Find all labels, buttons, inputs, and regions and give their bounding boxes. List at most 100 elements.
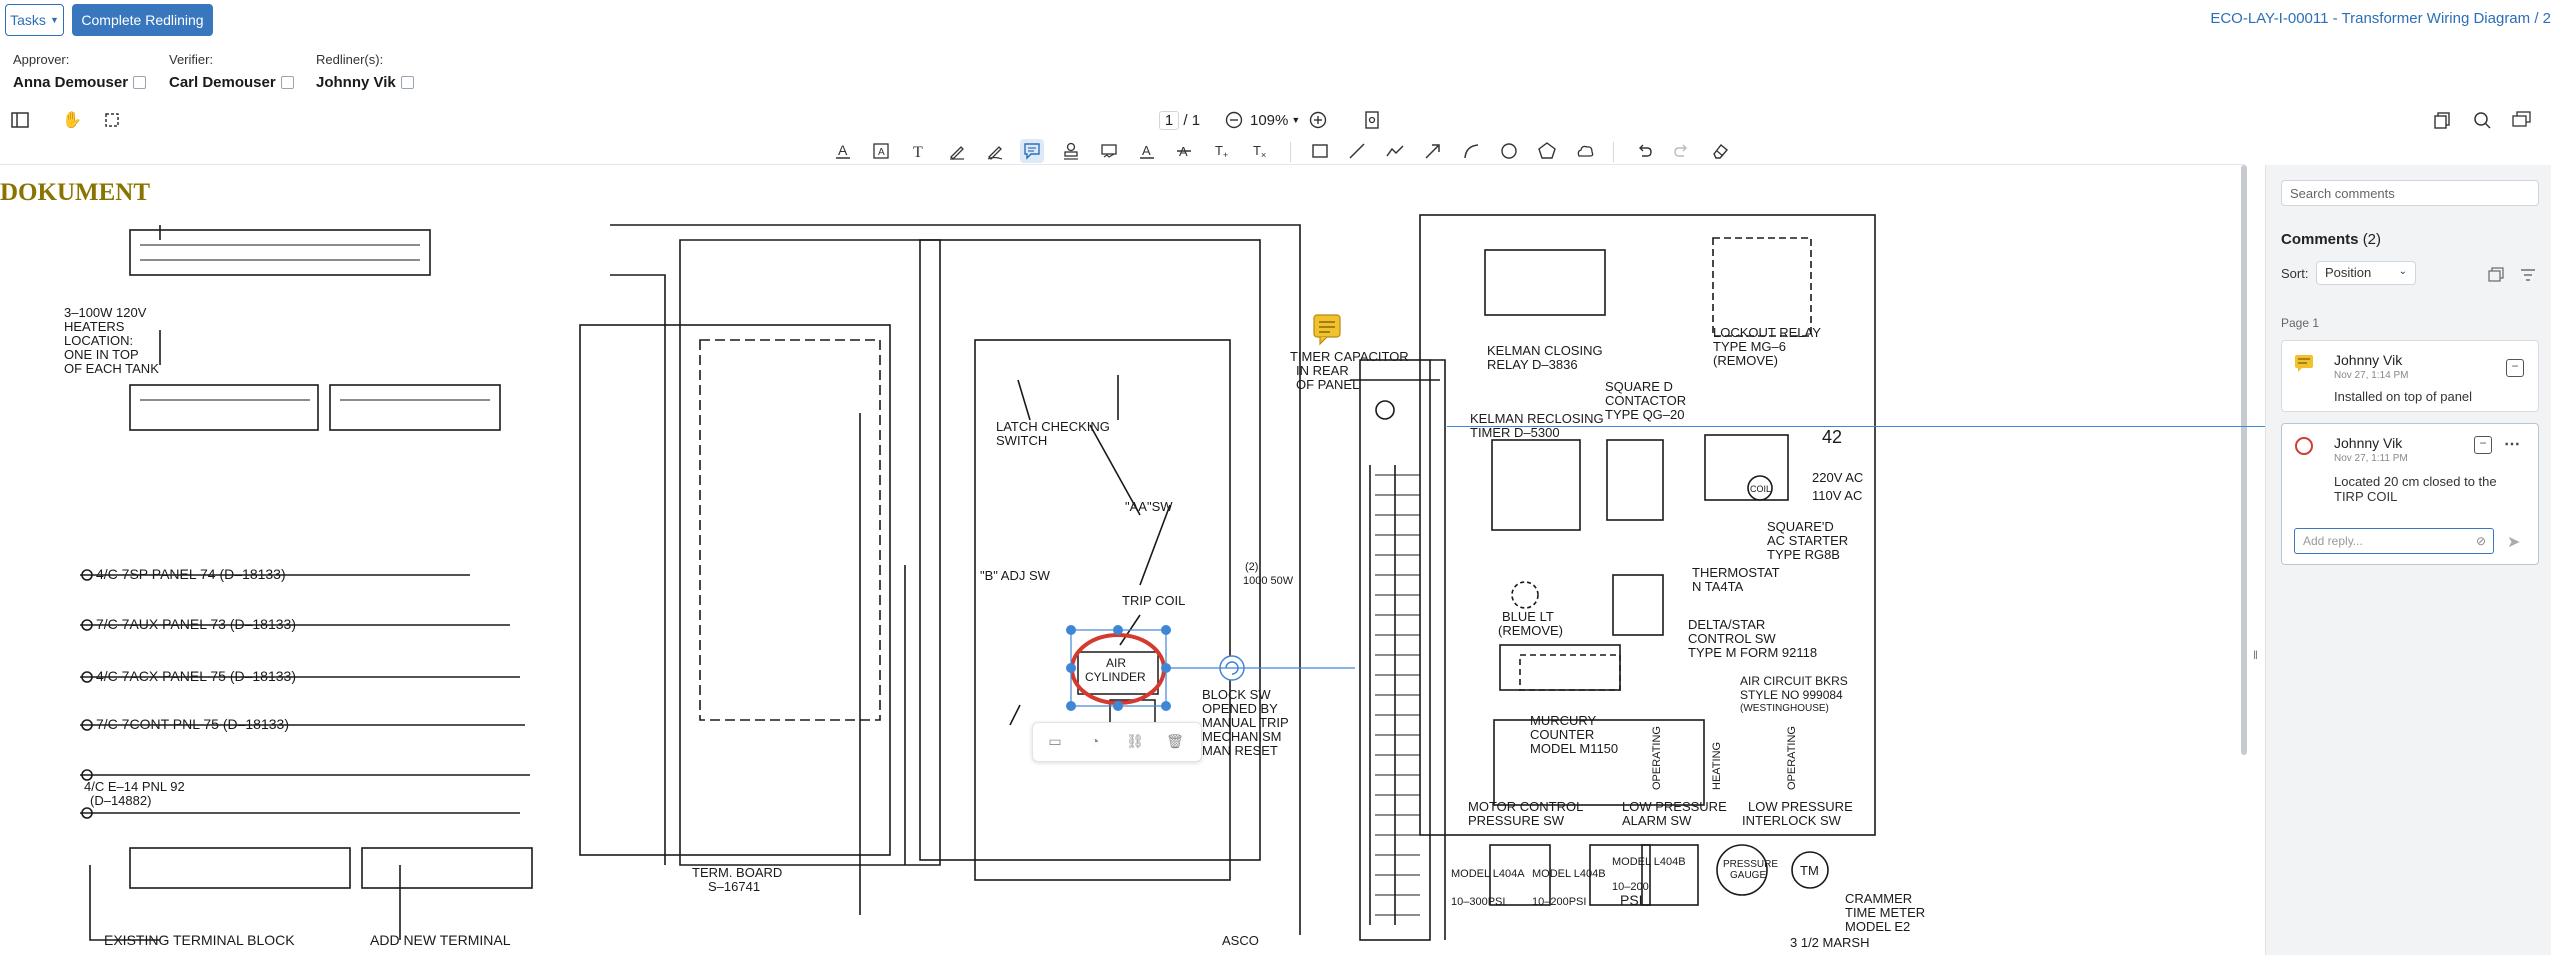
tasks-dropdown-button[interactable]: Tasks ▼: [5, 4, 64, 36]
blue-lt-label-1: BLUE LT: [1502, 609, 1554, 624]
sort-dropdown[interactable]: Position ⌄: [2316, 261, 2416, 285]
copy-pages-icon[interactable]: [2430, 108, 2454, 132]
polygon-icon[interactable]: [1535, 139, 1559, 163]
drawing-page: 3–100W 120V HEATERS LOCATION: ONE IN TOP…: [0, 165, 2245, 955]
zoom-level-dropdown[interactable]: 109% ▼: [1250, 108, 1300, 132]
arrow-icon[interactable]: [1421, 139, 1445, 163]
arc-icon[interactable]: [1459, 139, 1483, 163]
heating-label: HEATING: [1711, 742, 1723, 790]
asco-label: ASCO: [1222, 933, 1259, 948]
kelman-reclosing-label-2: TIMER D–5300: [1470, 425, 1560, 440]
marquee-select-icon[interactable]: [100, 108, 124, 132]
mercury-label-2: COUNTER: [1530, 727, 1594, 742]
verifier-name: Carl Demouser: [169, 74, 276, 91]
pan-hand-icon[interactable]: ✋: [62, 112, 82, 129]
heaters-label-4: ONE IN TOP: [64, 347, 139, 362]
comment-date: Nov 27, 1:14 PM: [2334, 370, 2409, 381]
canvas-vertical-scrollbar[interactable]: [2241, 165, 2247, 755]
comment-card[interactable]: Johnny Vik Nov 27, 1:14 PM Installed on …: [2281, 340, 2539, 412]
ellipse-icon[interactable]: [1497, 139, 1521, 163]
comment-author: Johnny Vik: [2334, 352, 2403, 368]
sort-value: Position: [2325, 265, 2372, 280]
redliner-checkbox[interactable]: [400, 76, 414, 89]
ac-starter-label-1: SQUARE'D: [1767, 519, 1834, 534]
document-canvas[interactable]: 3–100W 120V HEATERS LOCATION: ONE IN TOP…: [0, 165, 2245, 955]
page-indicator: 1 / 1: [1157, 108, 1202, 132]
low-pressure-interlock-label-2: INTERLOCK SW: [1742, 813, 1842, 828]
sidebar-toggle-icon[interactable]: [8, 108, 32, 132]
multi-select-icon[interactable]: [2484, 263, 2508, 287]
polyline-icon[interactable]: [1383, 139, 1407, 163]
undo-icon[interactable]: [1632, 139, 1656, 163]
zoom-in-icon[interactable]: [1306, 108, 1330, 132]
complete-redlining-button[interactable]: Complete Redlining: [72, 4, 213, 36]
lockout-label-2: TYPE MG–6: [1713, 339, 1786, 354]
top-bar: Tasks ▼ Complete Redlining ECO-LAY-I-000…: [0, 0, 2551, 40]
redo-icon[interactable]: [1670, 139, 1694, 163]
free-text-icon[interactable]: T: [907, 139, 931, 163]
comment-card[interactable]: Johnny Vik Nov 27, 1:11 PM Located 20 cm…: [2281, 423, 2539, 565]
comment-icon[interactable]: ▭: [1048, 733, 1062, 749]
add-new-terminal-label: ADD NEW TERMINAL: [370, 932, 511, 948]
comment-note-icon[interactable]: [1020, 139, 1044, 163]
comments-count: (2): [2362, 231, 2382, 248]
air-circuit-label-2: STYLE NO 999084: [1740, 688, 1843, 702]
pen-icon[interactable]: [945, 139, 969, 163]
comments-panel: Search comments Comments (2) Sort: Posit…: [2265, 165, 2551, 955]
page-number-input[interactable]: 1: [1158, 110, 1180, 130]
approver-name: Anna Demouser: [13, 74, 129, 91]
rectangle-icon[interactable]: [1308, 139, 1332, 163]
line-icon[interactable]: [1345, 139, 1369, 163]
delta-star-label-1: DELTA/STAR: [1688, 617, 1765, 632]
panel-label-1: 4/C 7SP PANEL 74 (D–18133): [96, 566, 286, 582]
ellipse-markup[interactable]: [1066, 625, 1171, 711]
approver-checkbox[interactable]: [133, 76, 147, 89]
ellipse-icon: [2294, 436, 2314, 456]
text-underline-icon[interactable]: A: [1135, 139, 1159, 163]
pressure-gauge-label-2: GAUGE: [1730, 870, 1766, 881]
send-icon[interactable]: ➤: [2507, 534, 2521, 551]
pressure-gauge-label-1: PRESSURE: [1723, 859, 1778, 870]
comment-text: Located 20 cm closed to the TIRP COIL: [2334, 474, 2497, 504]
replace-text-icon[interactable]: T×: [1248, 139, 1272, 163]
link-icon[interactable]: ⛓: [1126, 733, 1144, 749]
strikeout-icon[interactable]: A: [1172, 139, 1196, 163]
collapse-icon[interactable]: −: [2474, 436, 2492, 454]
verifier-checkbox[interactable]: [280, 76, 294, 89]
svg-text:T: T: [913, 144, 923, 160]
tasks-label: Tasks: [10, 12, 46, 28]
search-comments-input[interactable]: Search comments: [2281, 180, 2539, 206]
style-palette-icon[interactable]: ◔: [1090, 733, 1100, 749]
thermostat-label-2: N TA4TA: [1692, 579, 1744, 594]
text-highlight-icon[interactable]: A: [831, 139, 855, 163]
area-highlight-icon[interactable]: A: [869, 139, 893, 163]
filter-icon[interactable]: [2516, 263, 2540, 287]
cloud-icon[interactable]: [1573, 139, 1597, 163]
more-options-icon[interactable]: ⋯: [2504, 436, 2520, 453]
kelman-closing-label-2: RELAY D–3836: [1487, 357, 1578, 372]
freehand-highlight-icon[interactable]: [983, 139, 1007, 163]
resistor-label-1: (2): [1245, 561, 1258, 573]
note-markup-icon[interactable]: [1313, 314, 1341, 346]
delete-trash-icon[interactable]: 🗑: [1166, 733, 1184, 749]
ac-starter-label-3: TYPE RG8B: [1767, 547, 1840, 562]
latch-label-2: SWITCH: [996, 433, 1047, 448]
attachment-icon[interactable]: ⊘: [2476, 534, 2487, 548]
search-icon[interactable]: [2470, 108, 2494, 132]
heaters-label-1: 3–100W 120V: [64, 305, 147, 320]
signature-icon[interactable]: [1097, 139, 1121, 163]
air-circuit-label-1: AIR CIRCUIT BKRS: [1740, 674, 1848, 688]
stamp-icon[interactable]: [1059, 139, 1083, 163]
trip-coil-label: TRIP COIL: [1122, 593, 1185, 608]
squiggly-icon[interactable]: T+: [1210, 139, 1234, 163]
collapse-icon[interactable]: −: [2506, 359, 2524, 377]
zoom-out-icon[interactable]: [1222, 108, 1246, 132]
reply-input[interactable]: Add reply...: [2294, 528, 2494, 554]
lockout-label-3: (REMOVE): [1713, 353, 1778, 368]
comment-author: Johnny Vik: [2334, 435, 2403, 451]
comments-panel-icon[interactable]: [2510, 108, 2534, 132]
fit-page-icon[interactable]: [1360, 108, 1384, 132]
panel-resize-handle[interactable]: ‖: [2253, 648, 2258, 662]
eraser-icon[interactable]: [1708, 139, 1732, 163]
heaters-label-5: OF EACH TANK: [64, 361, 159, 376]
